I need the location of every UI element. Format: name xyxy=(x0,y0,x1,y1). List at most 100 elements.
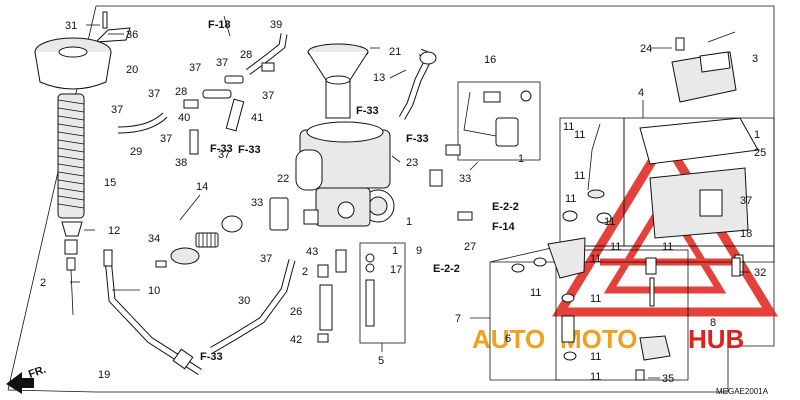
part-label: 33 xyxy=(251,197,263,209)
part-label: 37 xyxy=(740,195,752,207)
part-label: 11 xyxy=(590,253,601,265)
throttle-cable xyxy=(103,249,202,375)
part-label: 42 xyxy=(290,334,302,346)
part-label: F-33 xyxy=(356,105,379,117)
jet-needle-holder xyxy=(61,221,83,316)
part-label: 7 xyxy=(455,313,461,325)
throttle-stop-screws xyxy=(429,144,473,221)
part-label: 11 xyxy=(590,351,601,363)
part-label: 14 xyxy=(196,181,208,193)
part-label: 41 xyxy=(251,112,263,124)
carburetor-body xyxy=(269,121,395,231)
part-label: 1 xyxy=(518,153,524,165)
part-label: 21 xyxy=(389,46,401,58)
part-label: 37 xyxy=(111,104,123,116)
part-label: 6 xyxy=(505,333,511,345)
part-label: 11 xyxy=(563,121,574,133)
part-label: 37 xyxy=(260,253,272,265)
part-label: F-33 xyxy=(200,351,223,363)
float-assembly-box xyxy=(555,249,689,381)
part-label: F-33 xyxy=(238,144,261,156)
part-label: E-2-2 xyxy=(492,201,519,213)
fuel-hose-top xyxy=(245,33,288,75)
frame-bottom-left xyxy=(7,389,97,393)
part-label: 11 xyxy=(565,193,576,205)
throttle-position-sensor xyxy=(457,81,541,161)
part-label: F-18 xyxy=(208,19,231,31)
part-label: 26 xyxy=(290,306,302,318)
part-label: 31 xyxy=(65,20,77,32)
part-label: 37 xyxy=(218,149,230,161)
sensor-box xyxy=(457,81,541,161)
part-label: 9 xyxy=(416,245,422,257)
part-label: E-2-2 xyxy=(433,263,460,275)
bowl-lower-frame xyxy=(489,245,775,263)
float-chamber xyxy=(639,117,759,276)
part-label: 1 xyxy=(392,245,398,257)
part-label: 11 xyxy=(610,241,621,253)
part-label: 43 xyxy=(306,246,318,258)
part-label: 28 xyxy=(240,49,252,61)
top-right-connector xyxy=(671,31,737,103)
jet-group-box xyxy=(359,242,406,344)
part-label: 23 xyxy=(406,157,418,169)
part-label: 36 xyxy=(126,29,138,41)
part-label: 33 xyxy=(459,173,471,185)
leader-lines xyxy=(70,15,750,379)
part-label: 12 xyxy=(108,225,120,237)
float-valve-parts xyxy=(562,123,612,224)
part-label: 18 xyxy=(740,228,752,240)
part-label: 8 xyxy=(710,317,716,329)
part-label: 20 xyxy=(126,64,138,76)
part-label: 39 xyxy=(270,19,282,31)
inlet-funnel xyxy=(307,43,369,119)
fuel-pipe-fitting xyxy=(398,48,437,120)
part-label: 34 xyxy=(148,233,160,245)
part-label: 11 xyxy=(530,287,541,299)
part-label: 37 xyxy=(148,88,160,100)
part-labels: 31 36 20 15 12 2 34 10 19 14 29 37 37 28… xyxy=(40,19,766,385)
part-label: 19 xyxy=(98,369,110,381)
part-label: 35 xyxy=(662,373,674,385)
part-label: 37 xyxy=(262,90,274,102)
part-label: 2 xyxy=(40,277,46,289)
part-label: 1 xyxy=(406,216,412,228)
part-label: 22 xyxy=(277,173,289,185)
part-label: 24 xyxy=(640,43,652,55)
needle-jet-parts xyxy=(317,249,375,343)
part-label: 11 xyxy=(574,170,585,182)
top-cover xyxy=(34,11,131,90)
diagram-code: MEGAE2001A xyxy=(716,387,769,396)
part-label: 11 xyxy=(604,216,615,228)
front-arrow-icon xyxy=(6,372,34,394)
float-assembly xyxy=(511,237,671,381)
part-label: 11 xyxy=(590,293,601,305)
part-label: 15 xyxy=(104,177,116,189)
part-label: 37 xyxy=(216,57,228,69)
part-label: 28 xyxy=(175,86,187,98)
part-label: 37 xyxy=(189,62,201,74)
air-vent-tubes xyxy=(183,75,245,155)
part-label: 29 xyxy=(130,146,142,158)
accelerator-pump-parts xyxy=(155,215,243,268)
part-label: 25 xyxy=(754,147,766,159)
part-label: 38 xyxy=(175,157,187,169)
vacuum-spring xyxy=(57,93,85,219)
part-label: 10 xyxy=(148,285,160,297)
part-label: 37 xyxy=(160,133,172,145)
part-label: 2 xyxy=(302,266,308,278)
part-label: 11 xyxy=(590,371,601,383)
part-label: F-33 xyxy=(210,143,233,155)
part-label: F-14 xyxy=(492,221,516,233)
part-label: 27 xyxy=(464,241,476,253)
part-label: 32 xyxy=(754,267,766,279)
front-direction-label: FR. xyxy=(27,363,48,380)
choke-cable-assembly xyxy=(210,259,296,354)
part-label: 3 xyxy=(752,53,758,65)
part-label: 5 xyxy=(378,355,384,367)
part-label: 4 xyxy=(638,87,644,99)
watermark-text-auto: AUTO xyxy=(472,324,545,354)
diagram-frame xyxy=(96,5,775,393)
watermark-text-hub: HUB xyxy=(688,324,744,354)
